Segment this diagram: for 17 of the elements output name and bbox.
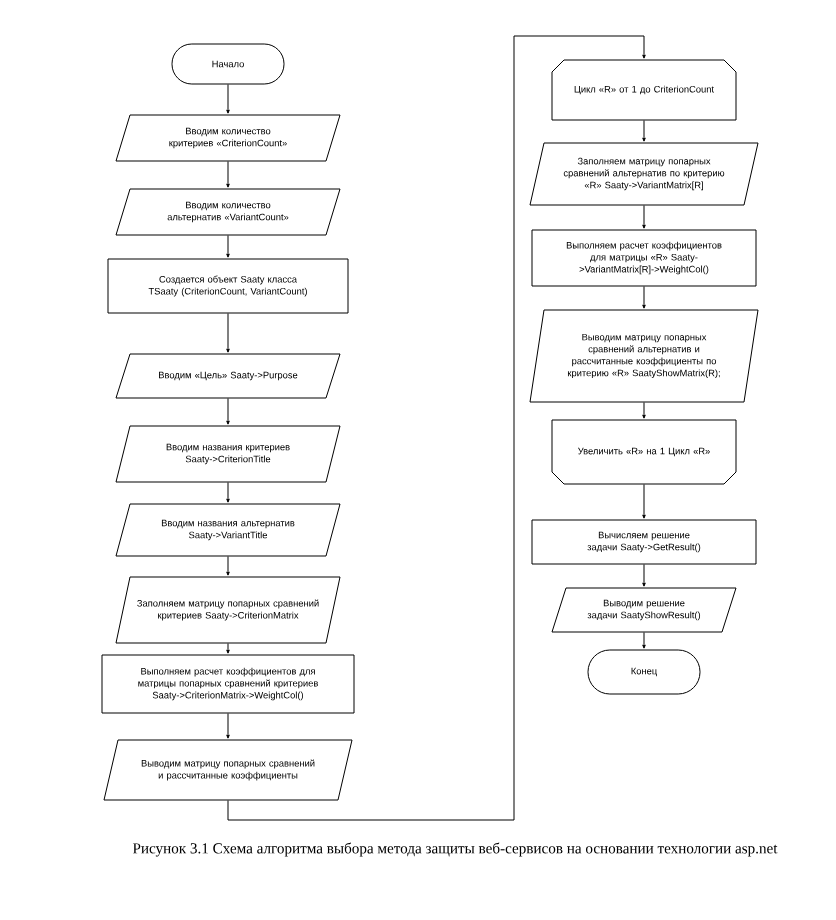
arrow	[642, 484, 646, 519]
arrow	[226, 161, 230, 188]
arrow	[642, 120, 646, 142]
arrow	[226, 398, 230, 425]
arrow	[642, 205, 646, 229]
arrow	[642, 286, 646, 309]
arrow	[226, 556, 230, 576]
arrow	[642, 564, 646, 587]
arrow	[227, 35, 646, 821]
arrow	[226, 84, 230, 114]
arrow	[642, 402, 646, 419]
arrow	[226, 235, 230, 258]
arrow	[642, 632, 646, 649]
arrow	[226, 482, 230, 503]
arrow	[226, 713, 230, 739]
arrow	[226, 643, 230, 654]
arrow	[226, 313, 230, 353]
